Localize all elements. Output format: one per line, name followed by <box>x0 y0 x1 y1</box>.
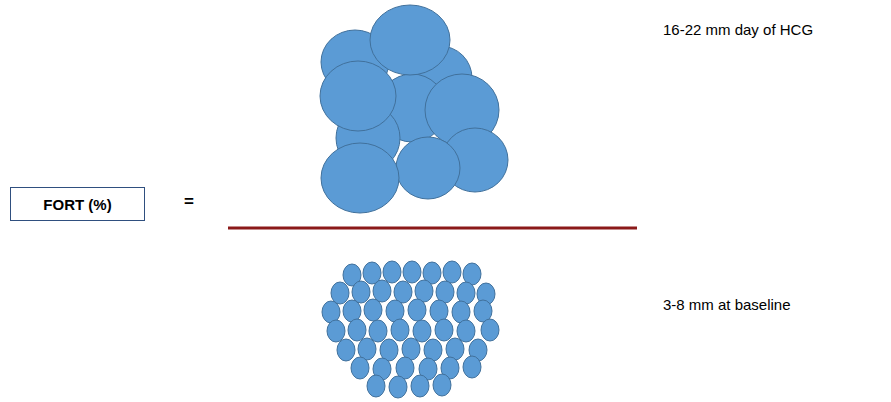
small-follicle <box>463 356 481 378</box>
small-follicle <box>411 375 429 397</box>
small-follicle <box>391 319 409 341</box>
fraction-bar <box>228 227 637 230</box>
small-follicle <box>481 319 499 341</box>
small-follicles <box>322 261 499 398</box>
term-box: FORT (%) <box>10 187 145 221</box>
small-follicle <box>364 299 382 321</box>
small-follicle <box>403 261 421 283</box>
small-follicle <box>337 339 355 361</box>
small-follicle <box>331 282 349 304</box>
small-follicle <box>367 375 385 397</box>
size-label: 16-22 mm day of HCG <box>663 21 813 39</box>
large-follicles <box>320 5 508 213</box>
small-follicle <box>352 281 370 303</box>
small-follicle <box>457 320 475 342</box>
small-follicle <box>327 320 345 342</box>
small-follicle <box>373 280 391 302</box>
small-follicle <box>383 261 401 283</box>
small-follicle <box>351 357 369 379</box>
size-label: 3-8 mm at baseline <box>663 296 791 314</box>
term-label: FORT (%) <box>43 196 111 213</box>
small-follicle <box>389 376 407 398</box>
large-follicle <box>320 61 396 131</box>
small-follicle <box>443 261 461 283</box>
small-follicle <box>413 320 431 342</box>
equals-sign: = <box>184 192 194 212</box>
small-follicle <box>433 374 451 396</box>
small-follicle <box>348 319 366 341</box>
small-follicle <box>369 320 387 342</box>
large-follicle <box>321 143 399 213</box>
large-follicle <box>370 5 450 75</box>
small-follicle <box>435 319 453 341</box>
large-follicle <box>396 137 460 199</box>
small-follicle <box>408 299 426 321</box>
